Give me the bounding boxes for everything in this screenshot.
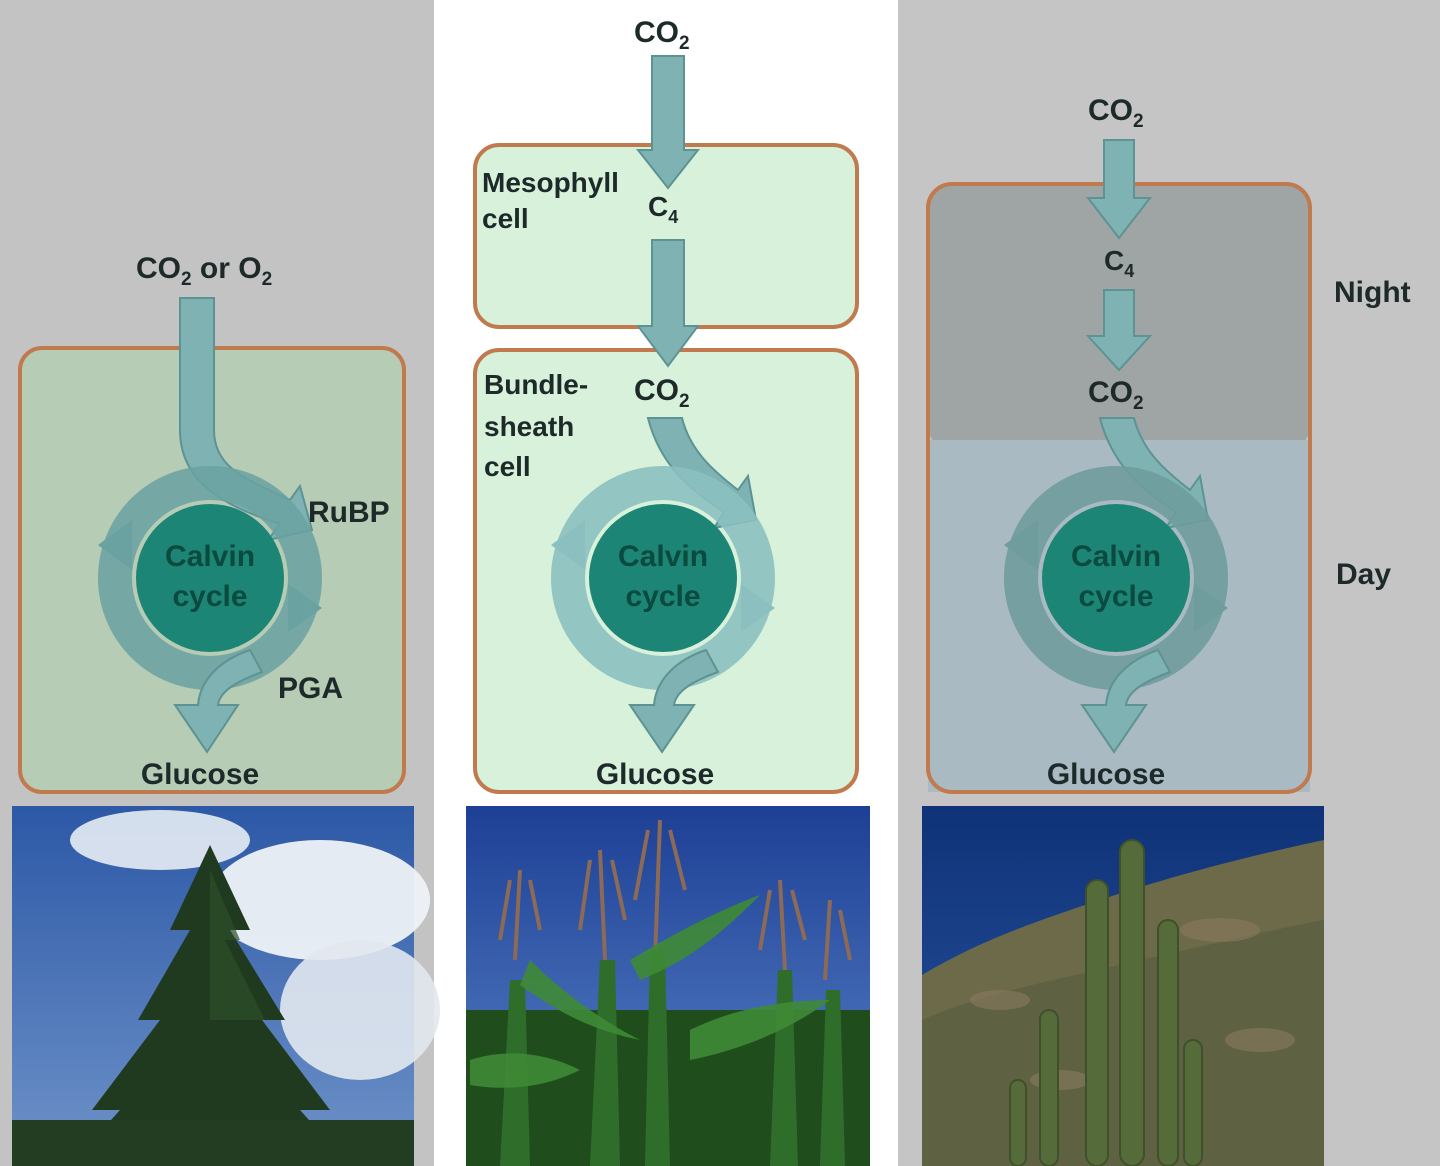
c3-input-label: CO2 or O2 <box>136 252 272 290</box>
c3-output-arrow <box>173 648 264 754</box>
cam-co2-label: CO2 <box>1088 376 1144 414</box>
cam-cycle-arrowhead-right <box>1194 584 1228 632</box>
c3-cycle-center <box>136 504 284 652</box>
c4-cycle-label-line1: Calvin <box>618 540 708 573</box>
cactus-desert-photo <box>922 806 1324 1166</box>
cam-diagram: CO2 C4 CO2 Night Day Calvin cycle Glucos… <box>922 94 1411 1166</box>
c4-cycle-label-line2: cycle <box>625 580 700 613</box>
c4-cycle-arrowhead-left <box>551 520 585 570</box>
c3-cycle-arrowhead-right <box>288 584 322 632</box>
bundle-sheath-label-line1: Bundle- <box>484 369 588 400</box>
c3-output-label: Glucose <box>141 758 259 791</box>
day-label: Day <box>1336 558 1391 591</box>
cam-transfer-arrow <box>1085 289 1153 372</box>
cam-output-arrow <box>1080 648 1172 754</box>
night-label: Night <box>1334 276 1411 309</box>
mesophyll-label-line1: Mesophyll <box>482 167 619 198</box>
mesophyll-label-line2: cell <box>482 203 529 234</box>
cam-input-label: CO2 <box>1088 94 1144 132</box>
cam-cycle-center <box>1042 504 1190 652</box>
fir-tree-photo <box>12 806 440 1166</box>
c4-output-arrow <box>628 648 720 754</box>
c4-transfer-arrow <box>636 239 700 368</box>
cam-cycle-label-line2: cycle <box>1078 580 1153 613</box>
c3-cycle-ring <box>98 466 322 690</box>
c3-diagram: CO2 or O2 RuBP PGA Calvin cycle Glucose <box>12 252 440 1166</box>
cam-cycle-ring <box>1004 466 1228 690</box>
cam-output-label: Glucose <box>1047 758 1165 791</box>
c4-output-label: Glucose <box>596 758 714 791</box>
c3-rubp-label: RuBP <box>308 496 390 529</box>
c3-cycle-label-line1: Calvin <box>165 540 255 573</box>
c4-co2-label: CO2 <box>634 374 690 412</box>
corn-field-photo <box>466 806 870 1166</box>
c4-cycle-ring <box>551 466 775 690</box>
c4-compound-label: C4 <box>648 191 678 227</box>
c3-pga-label: PGA <box>278 672 343 705</box>
c4-input-arrow <box>635 55 701 190</box>
c4-cycle-center <box>589 504 737 652</box>
cam-c4-label: C4 <box>1104 245 1134 281</box>
c3-cycle-arrowhead-left <box>98 520 132 570</box>
cam-cycle-arrowhead-left <box>1004 520 1038 570</box>
c4-cycle-arrowhead-right <box>741 584 775 632</box>
cam-cycle-label-line1: Calvin <box>1071 540 1161 573</box>
c4-input-label: CO2 <box>634 16 690 54</box>
bundle-sheath-label-line2: sheath <box>484 411 574 442</box>
cam-input-arrow <box>1085 139 1153 240</box>
c4-diagram: CO2 Mesophyll cell C4 Bundle- sheath cel… <box>466 16 870 1166</box>
c3-cycle-label-line2: cycle <box>172 580 247 613</box>
bundle-sheath-label-line3: cell <box>484 451 531 482</box>
